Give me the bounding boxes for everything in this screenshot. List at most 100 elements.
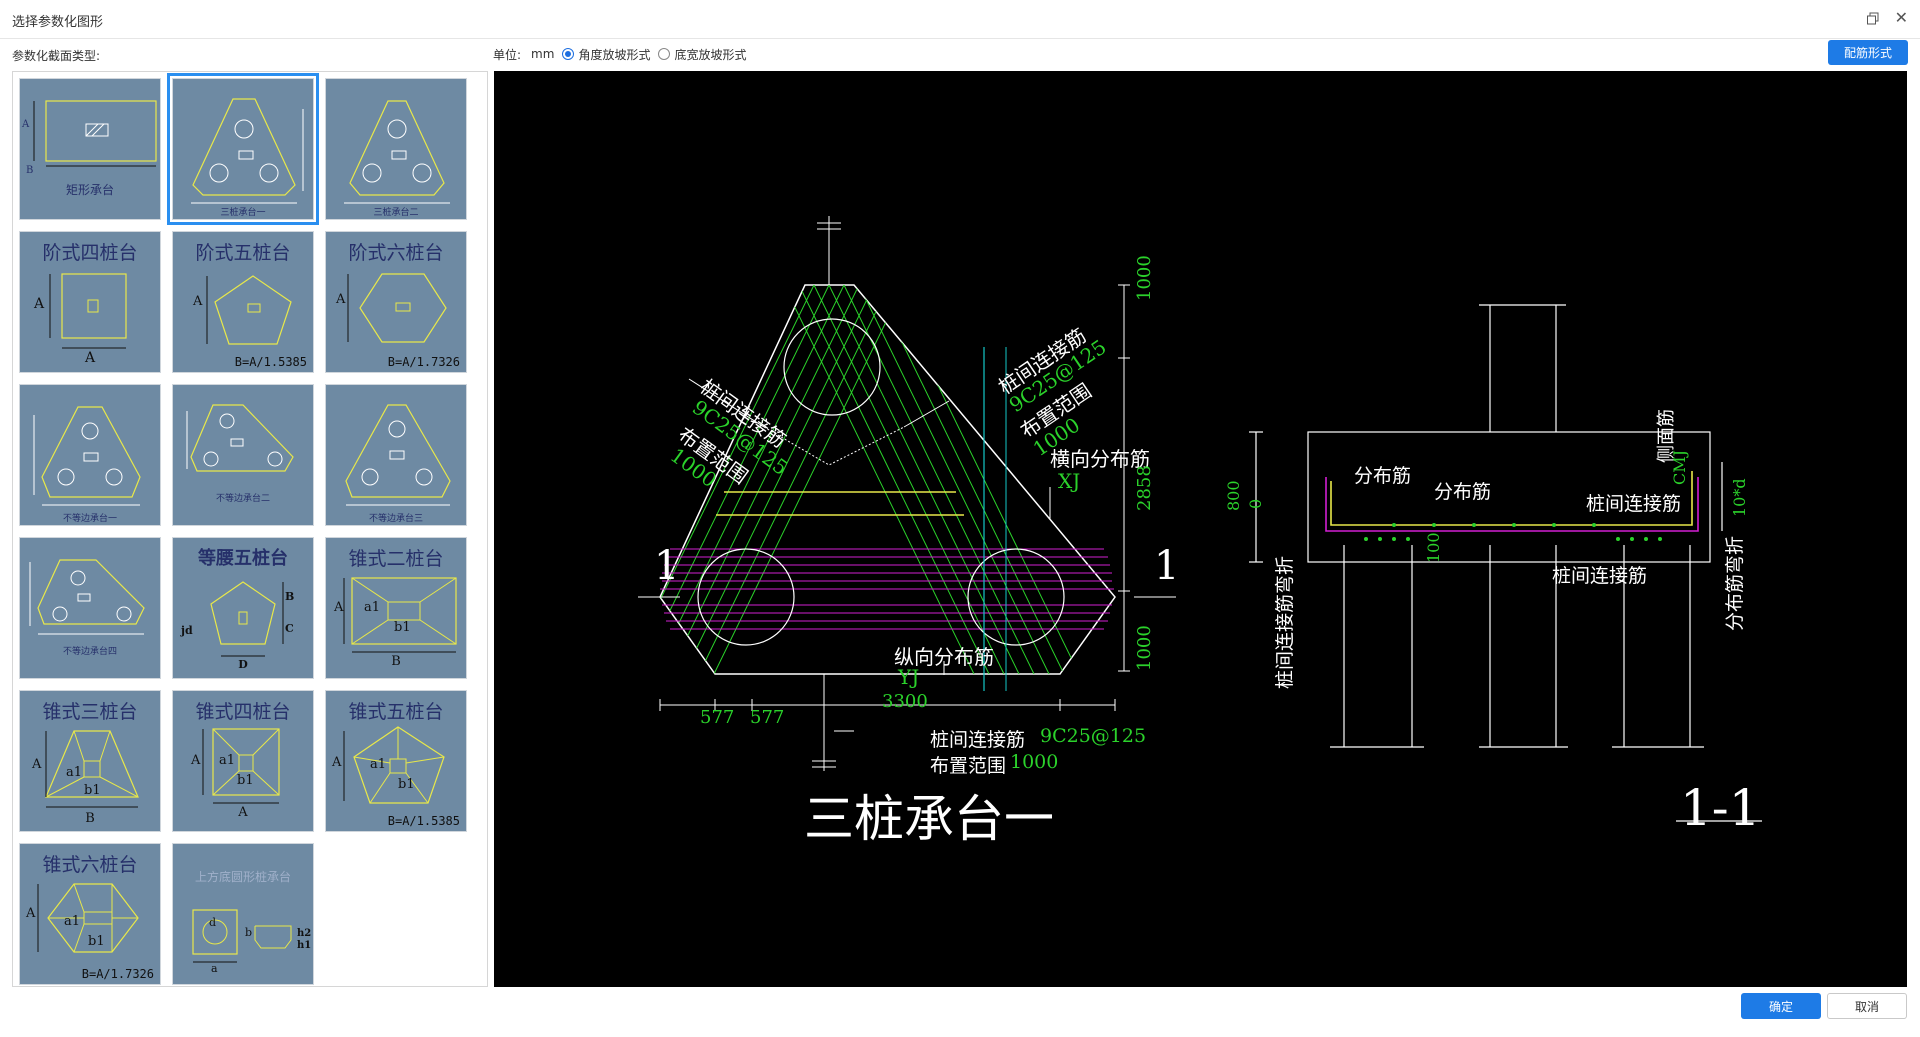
section-mark-right: 1	[1154, 543, 1180, 589]
section-magenta-bar	[1325, 477, 1699, 532]
section-mark-left: 1	[654, 543, 680, 589]
dim-label: b1	[394, 620, 411, 635]
tile-step-five-pile[interactable]: 阶式五桩台 A B=A/1.5385	[172, 231, 314, 373]
tile-label: 锥式二桩台	[348, 548, 444, 570]
pile-right	[967, 548, 1065, 646]
label-bend-left: 桩间连接筋弯折	[1274, 555, 1296, 689]
tile-label: 不等边承台四	[62, 647, 117, 657]
tile-cone-three-pile[interactable]: 锥式三桩台 A a1 b1 B	[19, 690, 161, 832]
radio-checked-icon[interactable]	[562, 48, 575, 60]
dim-577-b: 577	[750, 707, 785, 728]
dim-mid: 2858	[1134, 465, 1155, 511]
step-five-pile-icon	[206, 275, 292, 345]
pile-top	[783, 318, 881, 416]
window-title: 选择参数化图形	[12, 15, 104, 30]
tile-cone-two-pile[interactable]: 锥式二桩台 A a1 b1 B	[325, 537, 467, 679]
tile-label: 不等边承台二	[215, 494, 270, 504]
dimension-lines	[659, 284, 1130, 732]
tile-formula: B=A/1.5385	[234, 355, 307, 369]
tile-label: 阶式五桩台	[195, 242, 291, 264]
cone-five-pile-icon	[343, 726, 445, 804]
cone-six-pile-icon	[37, 883, 139, 953]
unequal-cap-3-icon	[345, 404, 451, 506]
dim-label: B	[391, 654, 401, 669]
three-pile-cap-1-icon	[191, 98, 304, 204]
gallery-scrollbar[interactable]	[487, 155, 488, 895]
label-sec-dist-2: 分布筋	[1434, 481, 1492, 503]
radio-angle-slope[interactable]: 角度放坡形式	[562, 46, 650, 63]
tile-unequal-cap-1[interactable]: 不等边承台一	[19, 384, 161, 526]
tile-unequal-cap-3[interactable]: 不等边承台三	[325, 384, 467, 526]
tile-label: 等腰五桩台	[198, 548, 288, 569]
section-view	[1249, 304, 1723, 748]
label-bottom-range-val: 1000	[1010, 751, 1059, 773]
unequal-cap-1-icon	[33, 406, 141, 506]
dim-label: a1	[370, 757, 387, 772]
tile-formula: B=A/1.7326	[81, 967, 154, 981]
section-title: 1-1	[1680, 779, 1761, 837]
drawing-labels: 三桩承台一 1-1 1 1 桩间连接筋 9C25@125 布置范围 1000 桩…	[494, 71, 1907, 987]
tile-label: 上方底圆形桩承台	[194, 870, 291, 884]
radio-unchecked-icon[interactable]	[658, 48, 671, 60]
dim-label: A	[26, 906, 36, 921]
label-bottom-range: 布置范围	[930, 755, 1007, 777]
dim-label: a1	[66, 765, 83, 780]
label-sec-link-1: 桩间连接筋	[1586, 493, 1682, 515]
unit-row: 单位: mm 角度放坡形式 底宽放坡形式	[493, 45, 754, 63]
dim-label: A	[334, 600, 344, 615]
tile-cone-four-pile[interactable]: 锥式四桩台 A a1 b1 A	[172, 690, 314, 832]
tile-rect-cap[interactable]: B A 矩形承台	[19, 78, 161, 220]
dim-label: a1	[64, 914, 81, 929]
tile-cone-six-pile[interactable]: 锥式六桩台 A a1 b1 B=A/1.7326	[19, 843, 161, 985]
drawing-title: 三桩承台一	[804, 790, 1054, 848]
three-pile-cap-2-icon	[344, 100, 450, 204]
label-transverse: 横向分布筋	[1050, 447, 1150, 471]
tile-unequal-cap-4[interactable]: 不等边承台四	[19, 537, 161, 679]
tile-step-four-pile[interactable]: 阶式四桩台 A A	[19, 231, 161, 373]
restore-icon[interactable]	[1866, 12, 1880, 26]
tile-cone-five-pile[interactable]: 锥式五桩台 A a1 b1 B=A/1.5385	[325, 690, 467, 832]
pile-cap-drawing	[638, 216, 1762, 822]
tile-label: 三桩承台二	[373, 208, 419, 218]
label-xj: XJ	[1058, 469, 1081, 493]
dim-label: C	[285, 622, 294, 635]
dim-width: 3300	[882, 691, 928, 712]
dim-label: A	[191, 753, 201, 768]
dim-label: A	[193, 294, 203, 309]
dim-label: b1	[84, 783, 101, 798]
tile-isosceles-five-pile[interactable]: 等腰五桩台 B C D jd	[172, 537, 314, 679]
rebar-band-green	[660, 285, 1080, 674]
tile-three-pile-cap-2[interactable]: 三桩承台二	[325, 78, 467, 220]
dim-bot: 1000	[1134, 625, 1155, 671]
tile-square-top-round-pile[interactable]: 上方底圆形桩承台 d b a h2 h1	[172, 843, 314, 985]
tile-label: 阶式六桩台	[348, 242, 444, 264]
dim-label: jd	[181, 624, 193, 637]
close-icon[interactable]: ✕	[1894, 8, 1908, 27]
ok-button[interactable]: 确定	[1741, 993, 1821, 1019]
tile-label: 不等边承台一	[62, 514, 117, 524]
label-bend-right: 分布筋弯折	[1724, 535, 1746, 631]
label-cmj: CMJ	[1670, 449, 1689, 485]
dim-label: A	[32, 757, 42, 772]
tile-step-six-pile[interactable]: 阶式六桩台 A B=A/1.7326	[325, 231, 467, 373]
dim-label: b1	[88, 934, 105, 949]
dim-label: B	[85, 811, 95, 826]
tile-unequal-cap-2[interactable]: 不等边承台二	[172, 384, 314, 526]
dim-label: A	[84, 350, 96, 366]
tile-three-pile-cap-1[interactable]: 三桩承台一	[167, 73, 319, 225]
dim-label: A	[22, 119, 30, 130]
tile-label: 锥式三桩台	[42, 701, 138, 723]
unequal-cap-2-icon	[186, 404, 294, 472]
step-six-pile-icon	[347, 273, 447, 343]
dim-sec-800: 800	[1224, 480, 1243, 511]
cancel-button[interactable]: 取消	[1827, 993, 1907, 1019]
label-sec-link-2: 桩间连接筋	[1552, 565, 1648, 587]
section-type-label: 参数化截面类型:	[12, 49, 101, 63]
tile-label: 锥式四桩台	[195, 701, 291, 723]
dim-label: D	[238, 658, 248, 671]
rebar-form-button[interactable]: 配筋形式	[1828, 40, 1908, 65]
unit-label: 单位:	[493, 47, 522, 62]
unit-value: mm	[531, 47, 555, 61]
radio-width-slope[interactable]: 底宽放坡形式	[658, 46, 746, 63]
step-four-pile-icon	[49, 273, 127, 349]
